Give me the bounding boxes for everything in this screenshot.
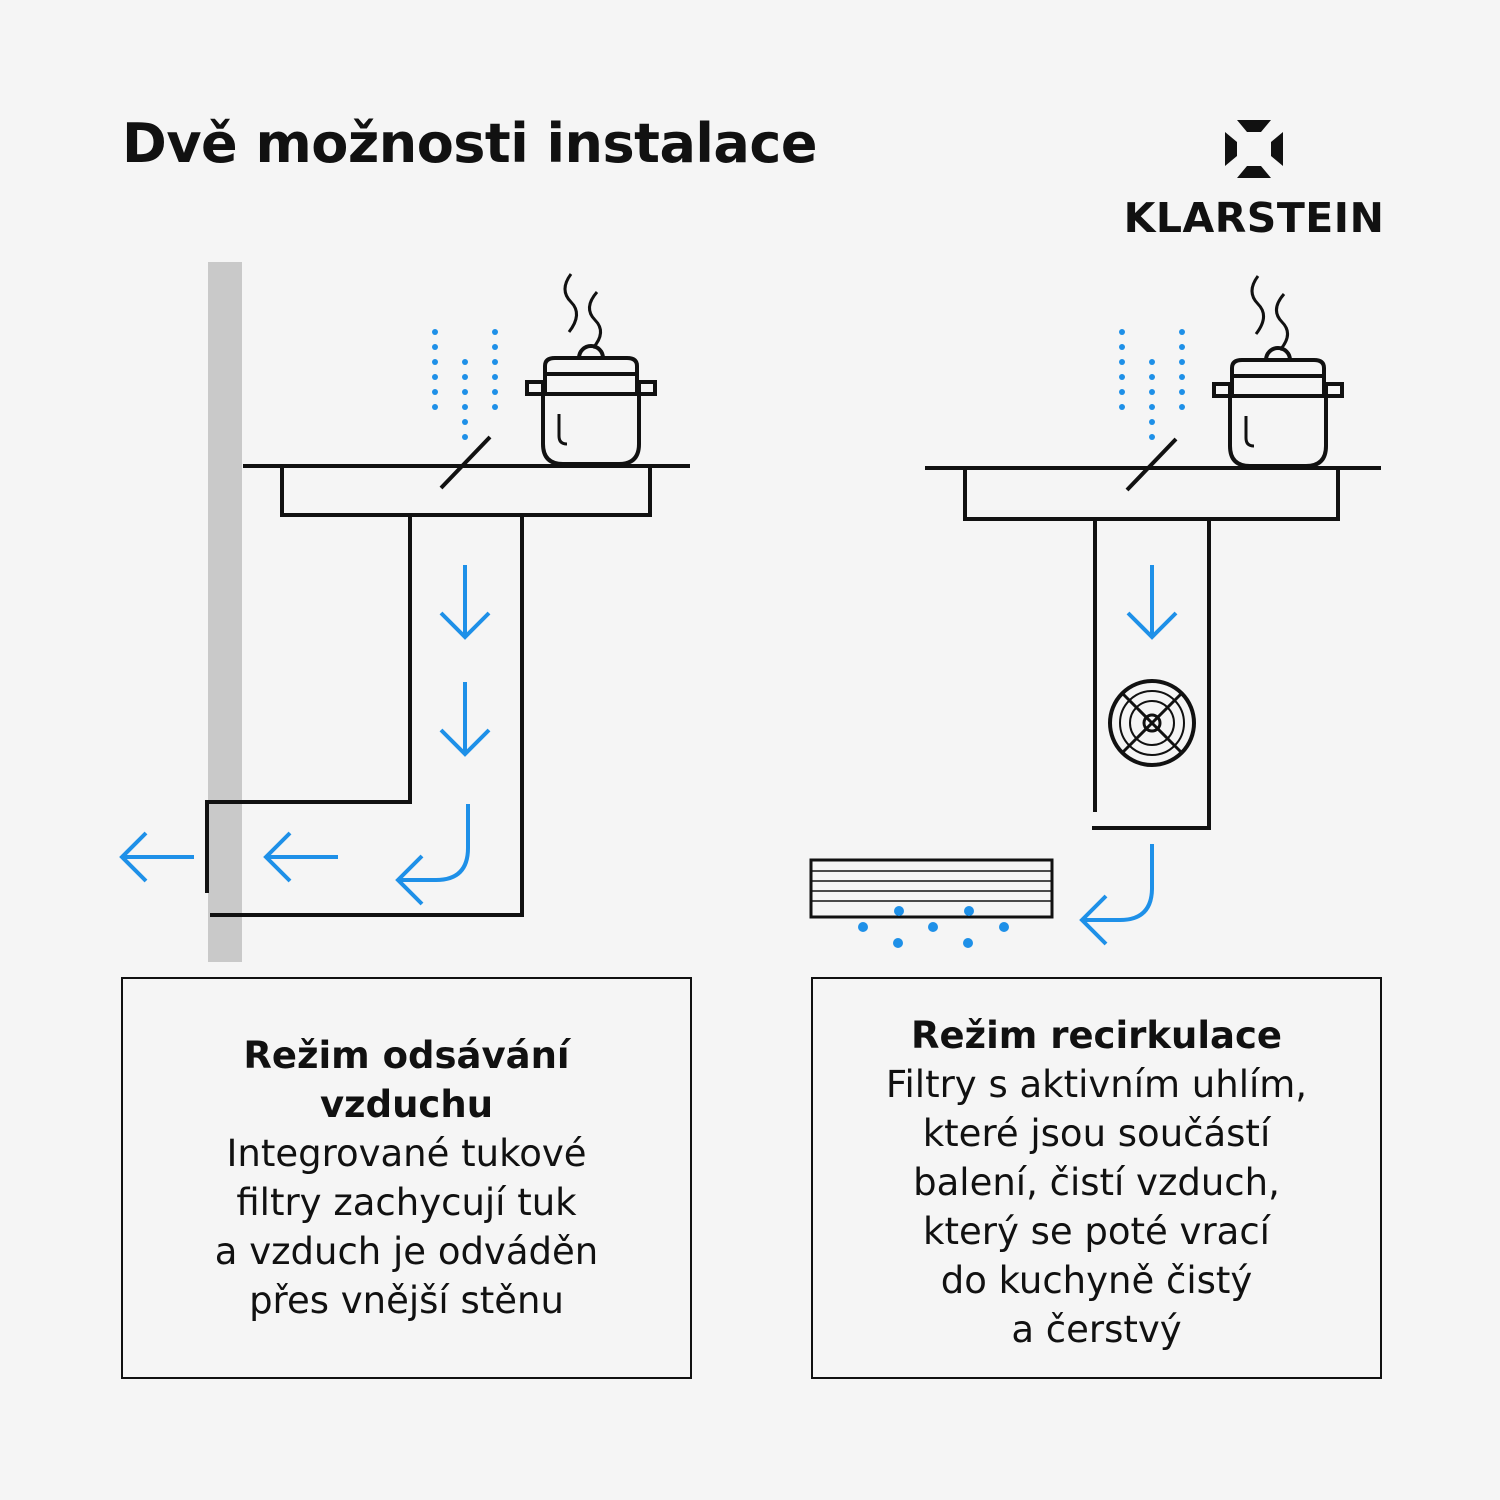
airflow-down-arrow-icon xyxy=(439,563,491,639)
extraction-mode-box: Režim odsávání vzduchu Integrované tukov… xyxy=(121,977,692,1379)
brand-logo: KLARSTEIN xyxy=(1118,118,1390,242)
airflow-turn-arrow-icon xyxy=(396,802,470,906)
recirculation-mode-description: Filtry s aktivním uhlím, které jsou souč… xyxy=(885,1063,1308,1351)
airflow-turn-arrow-icon xyxy=(1080,842,1154,946)
brand-name: KLARSTEIN xyxy=(1123,194,1385,242)
airflow-down-arrow-icon xyxy=(1126,563,1178,639)
airflow-left-arrow-icon xyxy=(264,831,340,883)
vapour-dots xyxy=(1119,329,1185,440)
cooking-pot-icon xyxy=(525,272,657,466)
recirculation-mode-title: Režim recirkulace xyxy=(910,1014,1283,1057)
hob-slit xyxy=(439,435,492,490)
clean-air-dots xyxy=(858,906,1009,948)
hood-intake xyxy=(280,464,652,517)
cooking-pot-icon xyxy=(1212,274,1344,468)
exhaust-duct xyxy=(205,515,524,917)
hob-slit xyxy=(1125,437,1178,492)
page-title: Dvě možnosti instalace xyxy=(122,112,817,175)
extraction-diagram xyxy=(120,262,690,962)
recirculation-diagram xyxy=(809,274,1381,948)
recirculation-mode-box: Režim recirkulace Filtry s aktivním uhlí… xyxy=(811,977,1382,1379)
hood-intake xyxy=(963,466,1340,521)
carbon-filter xyxy=(809,858,1054,919)
airflow-down-arrow-icon xyxy=(439,680,491,756)
vapour-dots xyxy=(432,329,498,440)
installation-diagram xyxy=(120,262,1381,962)
recirculation-column xyxy=(1092,519,1211,830)
fan-icon xyxy=(1108,679,1196,767)
extraction-mode-description: Integrované tukové filtry zachycují tuk … xyxy=(214,1132,599,1322)
outer-wall xyxy=(208,262,242,962)
extraction-mode-title: Režim odsávání vzduchu xyxy=(243,1034,570,1126)
klarstein-diamond-logo-icon xyxy=(1225,120,1283,178)
airflow-left-arrow-icon xyxy=(120,831,196,883)
